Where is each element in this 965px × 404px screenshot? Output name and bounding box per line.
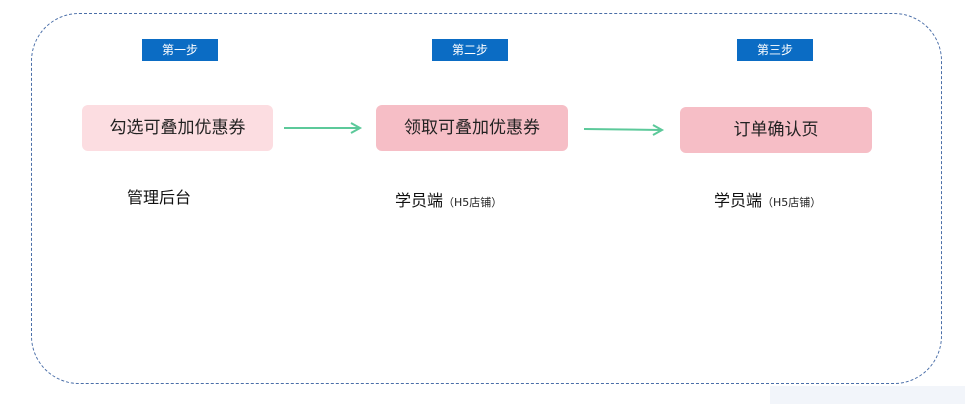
step-3-caption: 学员端（H5店铺） — [714, 187, 821, 211]
step-3-node: 订单确认页 — [680, 107, 872, 153]
arrow-1 — [284, 122, 363, 134]
arrow-1-head — [350, 122, 363, 134]
step-1-caption: 管理后台 — [127, 184, 191, 208]
step-3-tag: 第三步 — [737, 39, 813, 61]
step-3-caption-note: （H5店铺） — [762, 196, 822, 209]
step-2-caption: 学员端（H5店铺） — [395, 187, 502, 211]
arrow-2 — [583, 124, 665, 136]
arrow-2-line — [583, 128, 662, 131]
step-3-caption-text: 学员端 — [714, 191, 763, 210]
step-2-caption-text: 学员端 — [395, 191, 444, 210]
process-frame — [31, 13, 942, 384]
step-2-node: 领取可叠加优惠券 — [376, 105, 568, 151]
step-1-caption-text: 管理后台 — [127, 188, 192, 207]
step-1-node: 勾选可叠加优惠券 — [82, 105, 273, 151]
step-1-tag: 第一步 — [142, 39, 218, 61]
background-tint — [770, 386, 965, 404]
step-2-caption-note: （H5店铺） — [443, 196, 503, 209]
step-2-tag: 第二步 — [432, 39, 508, 61]
arrow-2-head — [652, 124, 665, 136]
